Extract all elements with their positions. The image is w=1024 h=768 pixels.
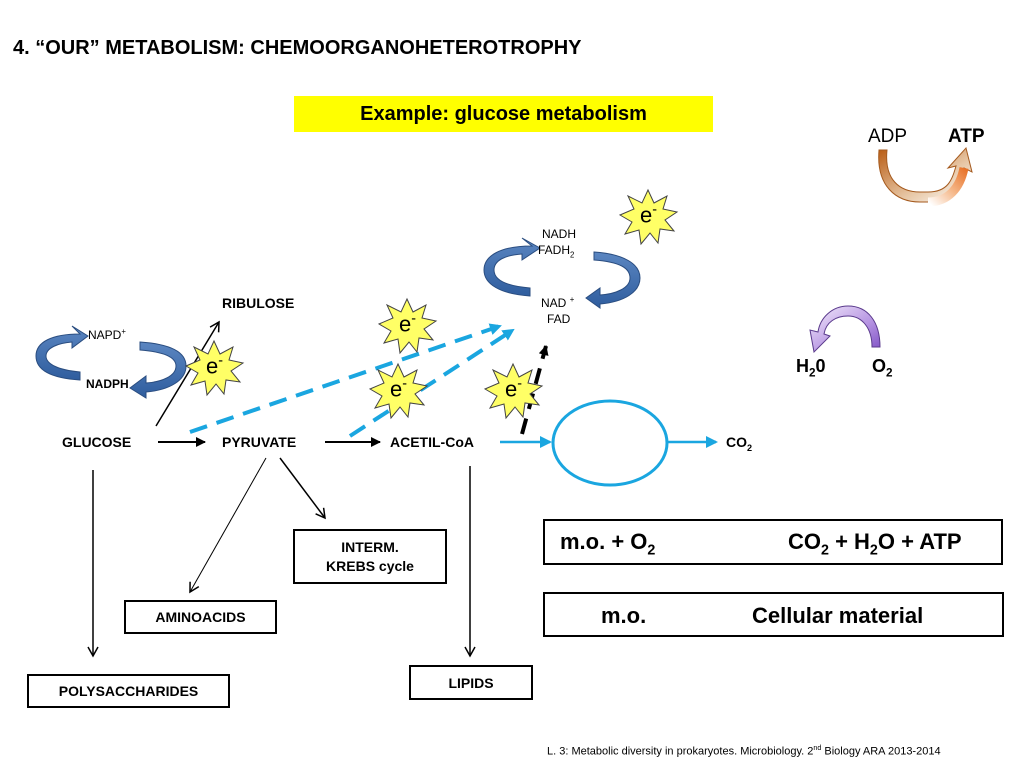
nadph-label: NADPH xyxy=(86,377,129,391)
electron-label-3: e- xyxy=(390,376,408,402)
interm-line1: INTERM. xyxy=(341,538,399,555)
eq2-left: m.o. xyxy=(601,603,647,628)
eq2-right: Cellular material xyxy=(752,603,924,628)
pyruvate-to-interm-arrow xyxy=(279,457,326,520)
electron-label-5: e- xyxy=(640,202,658,228)
interm-line2: KREBS cycle xyxy=(326,557,414,574)
electron-star-5 xyxy=(618,188,679,246)
adp-label: ADP xyxy=(868,126,908,147)
acetilcoa-label: ACETIL-CoA xyxy=(390,434,474,450)
adp-atp-arrow xyxy=(878,146,973,207)
equation-box-2: m.o. Cellular material xyxy=(543,592,1004,637)
eq1-left: m.o. + O2 xyxy=(560,529,656,559)
pyruvate-electron-dashed-arrow xyxy=(348,328,515,438)
h2o-label: H20 xyxy=(796,356,826,380)
polysaccharides-box: POLYSACCHARIDES xyxy=(27,674,230,708)
atp-label: ATP xyxy=(948,126,985,147)
napd-label: NAPD+ xyxy=(88,327,126,342)
interm-krebs-box: INTERM. KREBS cycle xyxy=(293,529,447,584)
pyruvate-to-aminoacids-arrow xyxy=(189,457,267,594)
electron-star-4 xyxy=(483,362,544,420)
o2-label: O2 xyxy=(872,356,893,380)
pyruvate-label: PYRUVATE xyxy=(222,434,297,450)
page-title: 4. “OUR” METABOLISM: CHEMOORGANOHETEROTR… xyxy=(13,37,582,59)
fad-label: FAD xyxy=(547,312,571,326)
electron-star-3 xyxy=(368,362,429,420)
aminoacids-box: AMINOACIDS xyxy=(124,600,277,634)
glucose-label: GLUCOSE xyxy=(62,434,132,450)
electron-star-2 xyxy=(377,297,438,355)
electron-star-1 xyxy=(184,339,245,397)
nadh-cycle xyxy=(483,237,641,309)
eq1-right: CO2 + H2O + ATP xyxy=(788,529,962,559)
example-banner: Example: glucose metabolism xyxy=(294,96,713,132)
electron-label-1: e- xyxy=(206,353,224,379)
ribulose-label: RIBULOSE xyxy=(222,295,295,311)
lipids-box: LIPIDS xyxy=(409,665,533,700)
equation-box-1: m.o. + O2 CO2 + H2O + ATP xyxy=(543,519,1003,565)
glucose-to-ribulose-arrow xyxy=(155,320,220,427)
napd-cycle xyxy=(35,325,187,399)
fadh2-label: FADH2 xyxy=(538,243,575,260)
o2-h2o-arrow xyxy=(809,305,881,354)
co2-label: CO2 xyxy=(726,434,753,453)
krebs-cycle-circle xyxy=(551,399,669,487)
electron-label-4: e- xyxy=(505,376,523,402)
nadh-label: NADH xyxy=(542,227,577,241)
electron-label-2: e- xyxy=(399,311,417,337)
nad-label: NAD + xyxy=(541,295,575,310)
footer-citation: L. 3: Metabolic diversity in prokaryotes… xyxy=(547,744,941,758)
acetilcoa-electron-dashed-arrow xyxy=(520,345,549,435)
